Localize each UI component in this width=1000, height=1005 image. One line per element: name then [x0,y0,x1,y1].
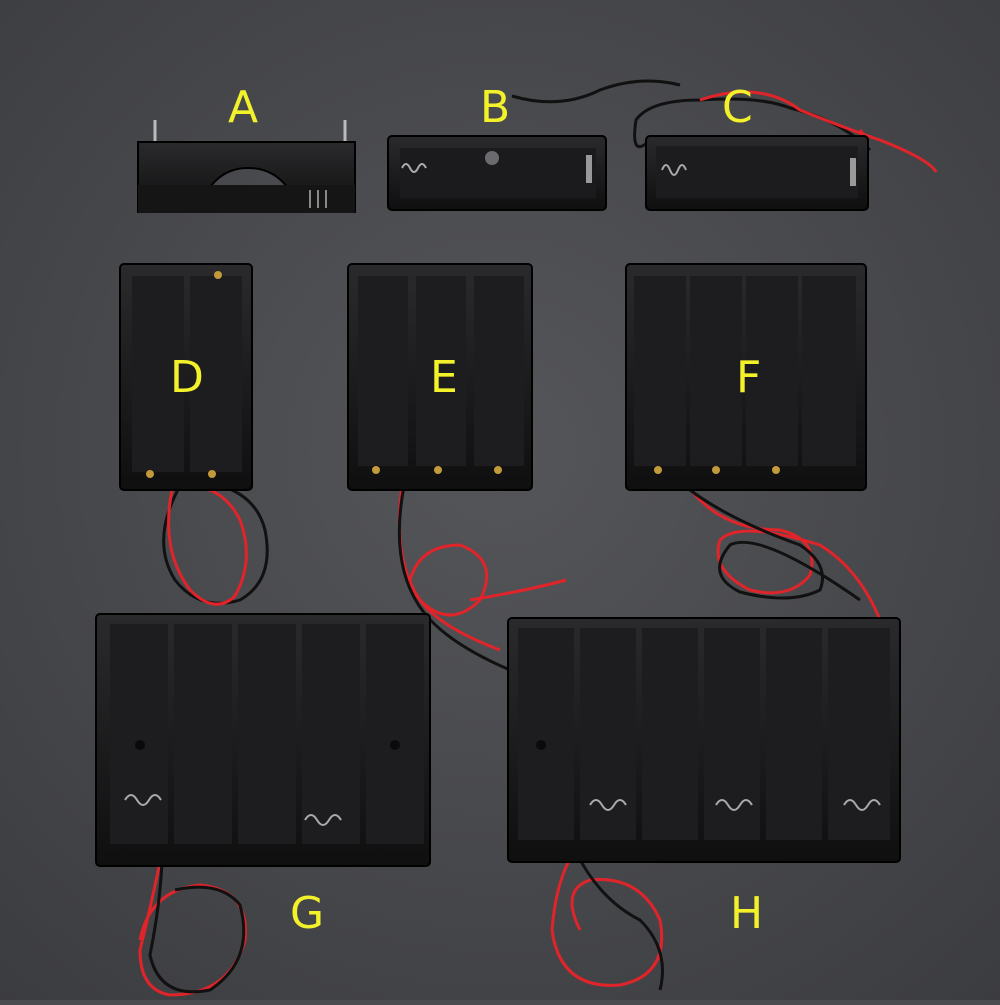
label-d: D [170,352,204,403]
label-g: G [290,888,325,939]
holder-c [633,90,938,211]
label-f: F [736,352,762,403]
label-c: C [722,82,753,133]
label-e: E [430,352,458,403]
holder-d [119,263,269,606]
holder-h [507,617,901,991]
label-h: H [730,888,764,939]
holder-e [347,263,567,672]
label-b: B [480,82,511,133]
holder-b [387,79,681,211]
holder-a [137,120,356,213]
holder-f [625,263,882,621]
holder-g [95,613,431,997]
label-a: A [228,82,259,133]
